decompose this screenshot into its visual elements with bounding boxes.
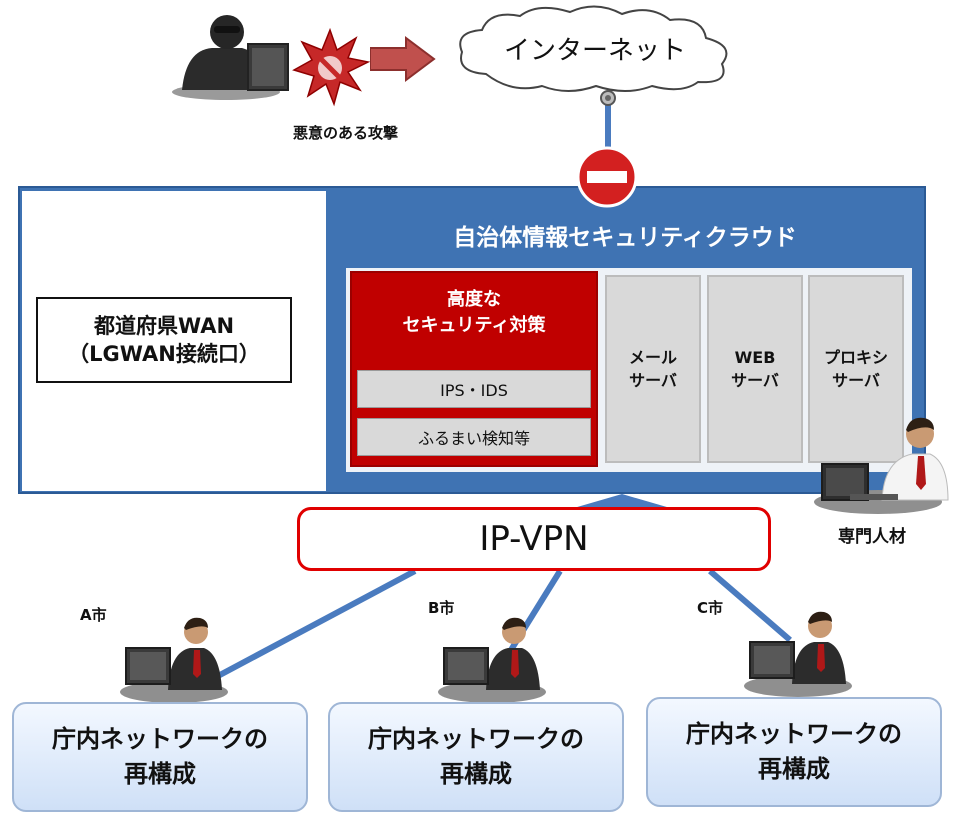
proxy-server-line2: サーバ <box>832 371 880 390</box>
web-server-line2: サーバ <box>731 371 779 390</box>
city-c-box-line2: 再構成 <box>758 755 830 783</box>
proxy-server: プロキシサーバ <box>808 275 904 463</box>
internet-cloud-icon <box>459 5 728 92</box>
mail-server-line1: メール <box>628 347 677 367</box>
wan-subtitle: （LGWAN接続口） <box>68 342 260 366</box>
security-title-line1: 高度な <box>447 289 501 310</box>
security-title-line2: セキュリティ対策 <box>402 315 546 337</box>
city-b-workstation-icon <box>438 617 546 703</box>
internet-connector-icon <box>600 90 616 106</box>
internet-label: インターネット <box>503 36 686 66</box>
city-label-b: B市 <box>428 599 455 617</box>
proxy-server-line1: プロキシ <box>823 347 888 367</box>
no-entry-icon <box>576 146 638 208</box>
city-a-network-box: 庁内ネットワークの 再構成 <box>12 702 308 812</box>
city-label-c: C市 <box>697 599 724 617</box>
web-server-line1: WEB <box>734 347 776 367</box>
city-c-workstation-icon <box>744 611 852 697</box>
prefecture-wan-box: 都道府県WAN （LGWAN接続口） <box>36 297 292 383</box>
wan-title: 都道府県WAN <box>93 313 235 338</box>
cloud-title: 自治体情報セキュリティクラウド <box>453 225 797 251</box>
city-c-box-line1: 庁内ネットワークの <box>686 720 902 749</box>
attacker-icon <box>172 15 289 100</box>
city-b-box-line1: 庁内ネットワークの <box>368 725 584 754</box>
ip-vpn-box: IP-VPN <box>297 507 771 571</box>
security-item-ips-ids: IPS・IDS <box>357 370 591 408</box>
city-b-network-box: 庁内ネットワークの 再構成 <box>328 702 624 812</box>
mail-server: メールサーバ <box>605 275 701 463</box>
city-b-box-line2: 再構成 <box>440 760 512 788</box>
link-line-a <box>216 568 417 679</box>
link-line-c <box>708 568 792 643</box>
city-a-box-line1: 庁内ネットワークの <box>52 725 268 754</box>
city-label-a: A市 <box>80 606 107 624</box>
expert-person-icon <box>814 417 949 514</box>
city-a-box-line2: 再構成 <box>124 760 196 788</box>
attack-burst-icon <box>292 28 370 107</box>
attack-arrow-icon <box>370 36 436 82</box>
expert-label: 専門人材 <box>838 527 906 547</box>
web-server: WEB サーバ <box>707 275 803 463</box>
city-a-workstation-icon <box>120 617 228 703</box>
city-c-network-box: 庁内ネットワークの 再構成 <box>646 697 942 807</box>
security-item-behavior: ふるまい検知等 <box>357 418 591 456</box>
attack-label: 悪意のある攻撃 <box>293 124 399 142</box>
mail-server-line2: サーバ <box>629 371 677 390</box>
advanced-security-title: 高度な セキュリティ対策 <box>352 287 596 339</box>
